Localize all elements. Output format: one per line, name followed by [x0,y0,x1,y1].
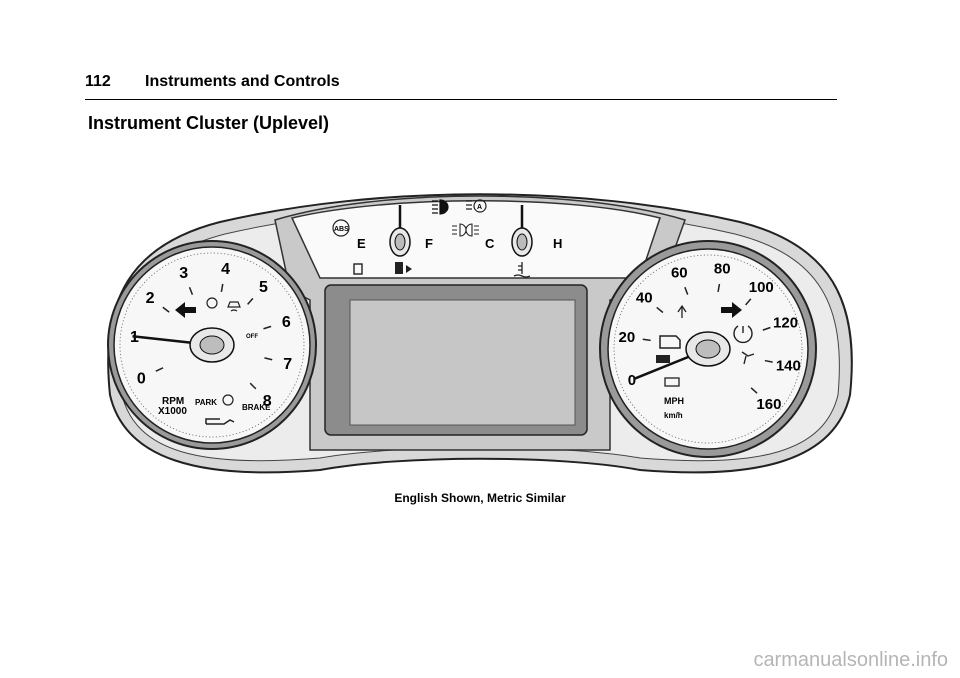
traction-control-icon [206,297,218,309]
stability-control-icon [227,301,241,312]
park-brake-icon [222,394,234,406]
speedo-unit-mph: MPH [664,396,684,406]
speedo-tick-mark [656,306,664,314]
speedo-tick-mark [684,286,689,295]
top-gauge-panel [290,200,661,279]
tach-tick-mark [155,367,164,372]
tach-brake-label: BRAKE [242,403,271,412]
tach-tick-label: 5 [259,279,268,296]
coolant-temp-icon [513,262,531,278]
tach-tick-label: 7 [283,356,292,373]
temp-gauge-hot-label: H [553,236,562,251]
center-display-screen [349,299,576,426]
tach-tick-mark [220,283,224,292]
speedo-tick-mark [764,359,773,363]
watermark: carmanualsonline.info [753,649,948,671]
fuel-door-side-icon [395,262,412,274]
tach-needle-cap [199,335,225,355]
tach-tick-label: 4 [221,261,230,278]
high-beam-icon [432,199,449,215]
speedo-tick-label: 140 [776,358,801,375]
chapter-title: Instruments and Controls [145,73,340,90]
airbag-icon [741,351,755,365]
speedo-tick-label: 100 [749,279,774,296]
battery-icon [664,377,680,387]
speedo-tick-label: 20 [619,329,636,346]
svg-text:A: A [477,204,482,211]
speedo-tick-label: 120 [773,315,798,332]
svg-text:ABS: ABS [334,226,349,233]
fuel-gauge-needle [389,205,411,257]
auto-headlamp-icon: A [466,199,487,213]
tach-tick-label: 8 [263,393,272,410]
speedo-tick-label: 80 [714,260,731,277]
temp-gauge-cold-label: C [485,236,495,251]
tach-tick-mark [249,382,257,390]
speedo-tick-mark [745,298,752,306]
tach-tick-mark [188,286,194,295]
fuel-pump-icon [353,263,363,275]
speedo-tick-label: 60 [671,264,688,281]
tire-pressure-icon [733,325,753,344]
fog-lamp-icon [452,223,479,237]
tach-tick-mark [264,357,273,361]
page-number: 112 [85,73,111,90]
tach-unit-rpm: RPM [162,396,184,407]
tach-tick-label: 6 [282,314,291,331]
tach-park-label: PARK [195,398,217,407]
speedo-unit-kmh: km/h [664,411,683,420]
tach-tick-mark [247,297,254,305]
speedo-tick-label: 40 [636,290,653,307]
tach-tick-label: 2 [146,290,155,307]
speedo-tick-label: 160 [756,396,781,413]
speedo-tick-mark [642,338,651,342]
section-title: Instrument Cluster (Uplevel) [88,113,330,133]
left-turn-arrow-icon [175,302,196,318]
fuel-gauge-full-label: F [425,236,433,251]
speedo-tick-mark [750,387,758,394]
abs-warning-icon: ABS [332,219,350,237]
fuel-gauge-empty-label: E [357,236,366,251]
speedo-needle-cap [695,339,721,359]
tach-tick-label: 0 [137,371,146,388]
seatbelt-reminder-icon [677,304,687,318]
temp-gauge-needle [511,205,533,257]
tach-indicator-off: OFF [246,334,258,340]
check-engine-icon [659,335,681,349]
right-turn-arrow-icon [721,302,742,318]
page-header: 112 Instruments and Controls [85,73,837,100]
tach-tick-mark [162,306,170,313]
speedo-tick-label: 0 [628,372,636,389]
tach-tick-mark [263,325,272,330]
figure-caption: English Shown, Metric Similar [394,491,566,505]
oil-pressure-icon [205,418,235,425]
tach-tick-label: 3 [179,265,188,282]
speedo-tick-mark [717,283,721,293]
security-icon [656,355,670,363]
tach-unit-x1000: X1000 [158,406,187,417]
speedo-tick-mark [762,326,771,331]
